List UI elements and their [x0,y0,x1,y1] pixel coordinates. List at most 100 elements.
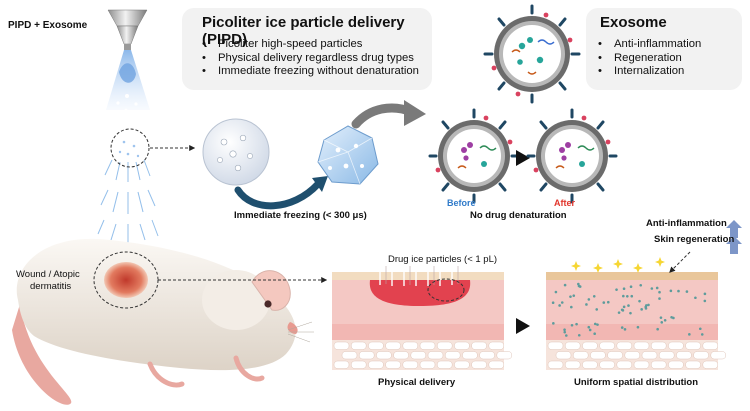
regeneration-pointer [669,251,691,273]
particle-dot [596,323,599,326]
fat-cell [350,360,367,369]
fat-cell [385,341,401,350]
particle-dot [563,328,566,332]
fat-cell [582,360,598,369]
particle-dot [663,318,667,322]
pipd-bullets: Picoliter high-speed particles Physical … [198,38,419,79]
fat-cell [419,360,436,369]
freezing-label: Immediate freezing (< 300 μs) [234,210,367,221]
particle-dot [623,328,627,331]
fat-cell [650,360,667,369]
particle-dot [629,311,632,315]
skin-physical-delivery [332,262,513,370]
particle-dot [703,299,707,303]
particle-dot [606,300,610,304]
fat-cell [402,341,419,350]
fat-cell [710,351,727,360]
particle-dot [622,305,626,309]
fat-cell [333,341,350,350]
particle-dot [572,294,576,297]
fat-cell [385,360,401,369]
freeze-curve-arrow [234,180,322,210]
uniform-distribution-label: Uniform spatial distribution [574,377,699,388]
exosome-bullets: Anti-inflammation Regeneration Internali… [594,38,701,79]
particle-dot [659,316,663,319]
particle-dot [677,289,680,293]
ice-droplet-icon [202,118,270,186]
particle-dot [650,287,654,290]
pipd-bullet: Physical delivery regardless drug types [198,52,419,66]
sparkle-icon [571,261,581,271]
exosome-title: Exosome [600,14,667,31]
exosome-before-icon [428,108,520,204]
sparkle-icon [633,263,643,273]
fat-cell [454,360,470,369]
particle-dot [629,285,633,289]
fat-cell [427,351,444,360]
fat-cell [444,351,461,360]
fat-cell [641,351,658,360]
skin-transition-arrow [516,318,530,334]
fat-cell [436,341,453,350]
particle-dot [593,322,597,326]
exosome-box: Exosome Anti-inflammation Regeneration I… [586,8,742,90]
particle-dot [639,283,643,287]
particle-dot [570,305,573,309]
exosome-bullet: Regeneration [594,52,701,66]
fat-cell [488,341,505,350]
particle-dot [577,333,581,337]
particle-dot [630,294,634,298]
particle-dot [595,308,599,311]
particle-dot [685,290,689,293]
fat-cell [341,351,358,360]
particle-dot [658,297,661,300]
particle-dot [577,282,580,286]
particle-dot [587,298,591,301]
fat-cell [633,341,650,350]
rat-illustration [12,238,314,405]
fat-cell [333,360,350,369]
fat-cell [582,341,598,350]
particle-dot [669,289,673,293]
sparkle-icon [655,257,665,267]
sparkle-icon [613,259,623,269]
particle-dot [647,303,650,307]
particle-dot [587,325,591,329]
particle-dot [627,304,630,307]
fat-cell [668,360,684,369]
fat-cell [454,341,470,350]
fat-cell [564,341,581,350]
fat-cell [607,351,623,360]
fat-cell [496,351,513,360]
particle-dot [620,308,624,312]
exosome-after-icon [526,108,618,204]
skin-uniform-distribution [546,257,727,370]
particle-dot [585,303,588,306]
wound-label-line2: dermatitis [30,281,72,292]
fat-cell [624,351,641,360]
particle-dot [565,334,568,337]
fat-cell [402,360,419,369]
pipd-bullet: Immediate freezing without denaturation [198,65,419,79]
wound-label-line1: Wound / Atopic [16,269,80,280]
particle-dot [563,330,567,334]
fat-cell [685,341,701,350]
exosome-icon [483,4,581,104]
particle-dot [658,290,661,294]
anti-inflammation-label: Anti-inflammation [646,218,727,229]
fat-cell [368,341,384,350]
fat-cell [599,360,615,369]
pipd-box: Picoliter ice particle delivery (PIPD) P… [182,8,432,90]
skin-regeneration-label: Skin regeneration [654,234,735,245]
fat-cell [555,351,572,360]
drug-particles-label: Drug ice particles (< 1 pL) [388,254,498,265]
fat-cell [685,360,701,369]
pipd-exosome-label: PIPD + Exosome [8,20,88,31]
particle-dot [688,333,691,336]
fat-cell [599,341,615,350]
particle-dot [552,322,555,325]
fat-cell [693,351,709,360]
particle-dot [560,301,564,304]
frozen-crystal-icon [317,125,379,185]
